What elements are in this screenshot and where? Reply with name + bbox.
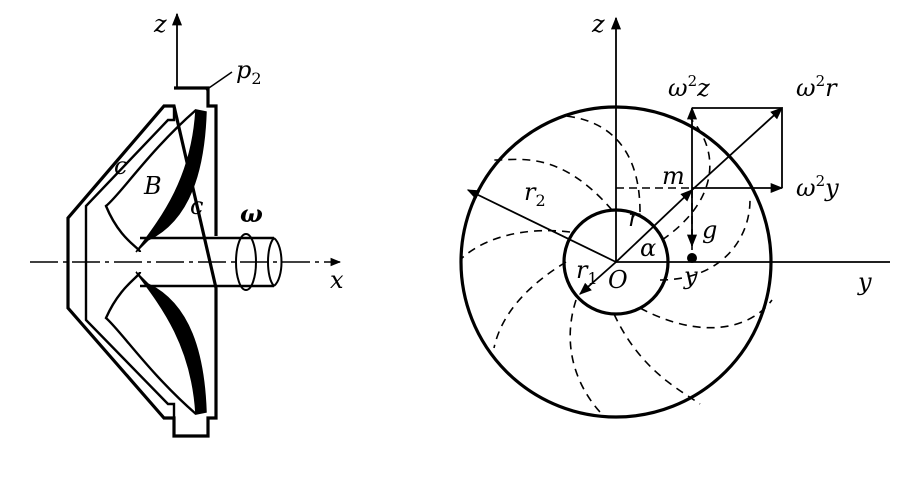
point-y-dot [687,253,697,263]
shaft-end [267,237,283,287]
impeller-vane-bottom [135,271,207,415]
force-parallelogram [692,107,783,188]
front-shroud [104,109,197,253]
shaft [140,236,274,288]
c-inner-label: c [190,192,203,220]
alpha-label: α [640,234,656,262]
origin-label: O [608,266,628,294]
omega2z-label: ω2z [668,72,710,102]
r2-radius [466,189,617,263]
left-z-label: z [153,10,167,38]
omega-label: ω [240,199,263,228]
omega2y-label: ω2y [796,172,839,202]
impeller-front-view [459,16,890,419]
r-vector [615,189,693,263]
p2-leader [205,71,233,91]
m-label: m [662,162,685,190]
omega2r-label: ω2r [796,72,838,102]
right-y-axis-label: y [857,268,872,296]
r2-label: r2 [524,178,546,210]
back-shroud [104,271,197,415]
left-x-label: x [330,266,344,294]
right-z-label: z [591,10,605,38]
g-label: g [702,216,717,244]
p2-label: p2 [236,56,262,88]
casing-inner [84,106,176,418]
casing-outline [66,86,218,438]
c-outer-label: c [114,152,127,180]
impeller-vane-top [135,109,207,253]
b-label: B [143,172,162,200]
r-mid-label: r [628,204,641,232]
pump-cross-section [30,12,342,438]
r1-radius [579,261,617,295]
rotation-indicator [235,233,257,291]
omega2r-vector [691,107,783,191]
point-y-label: y [683,262,698,290]
r1-label: r1 [576,256,598,288]
